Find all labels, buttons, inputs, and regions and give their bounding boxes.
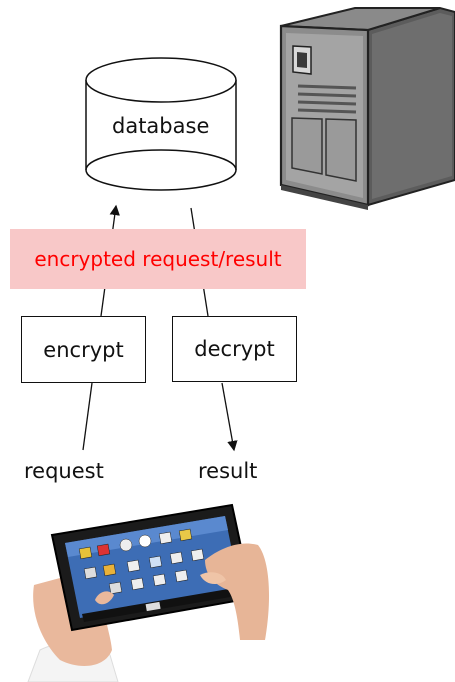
- encrypted-channel-label: encrypted request/result: [10, 229, 306, 289]
- decrypt-box: decrypt: [172, 316, 297, 382]
- database-label: database: [112, 114, 210, 138]
- decrypt-label: decrypt: [194, 337, 275, 361]
- decrypt-to-result-arrow: [221, 382, 238, 452]
- request-to-encrypt-line: [82, 382, 93, 451]
- encrypted-channel-band: [10, 229, 306, 289]
- encrypt-label: encrypt: [43, 337, 124, 362]
- encrypted-channel-text: encrypted request/result: [34, 247, 282, 271]
- encrypt-box: encrypt: [21, 316, 146, 383]
- result-label: result: [198, 459, 258, 483]
- request-label: request: [24, 459, 104, 483]
